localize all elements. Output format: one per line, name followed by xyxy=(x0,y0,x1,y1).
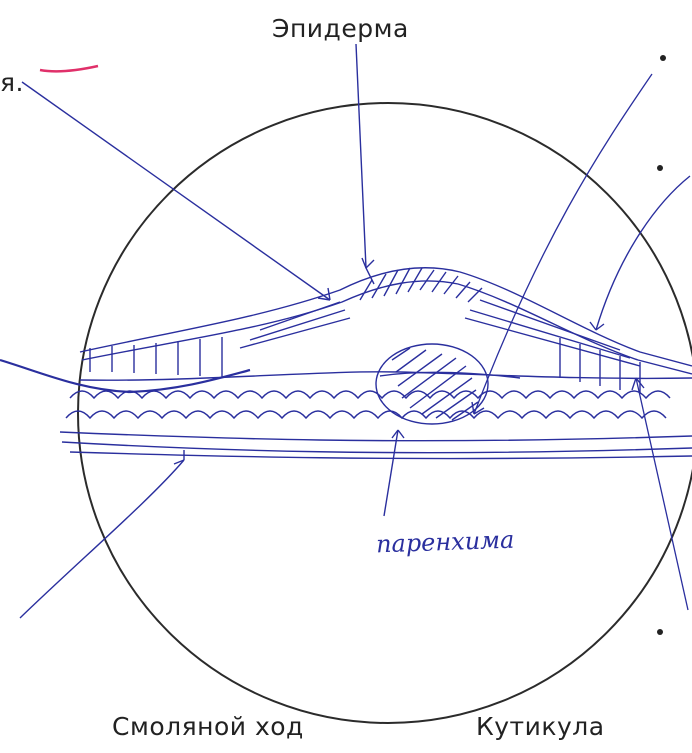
label-resin-duct: Смоляной ход xyxy=(112,712,304,741)
label-epidermis: Эпидерма xyxy=(272,14,409,43)
label-top-left-fragment: я. xyxy=(0,68,24,97)
bullet-dot xyxy=(660,55,666,61)
accent-mark xyxy=(40,66,98,71)
label-cuticle: Кутикула xyxy=(476,712,605,741)
handwritten-label-parenchyma: паренхима xyxy=(376,526,515,559)
tissue-sketch xyxy=(0,44,692,618)
bullet-dot xyxy=(657,165,663,171)
bullet-dot xyxy=(657,629,663,635)
